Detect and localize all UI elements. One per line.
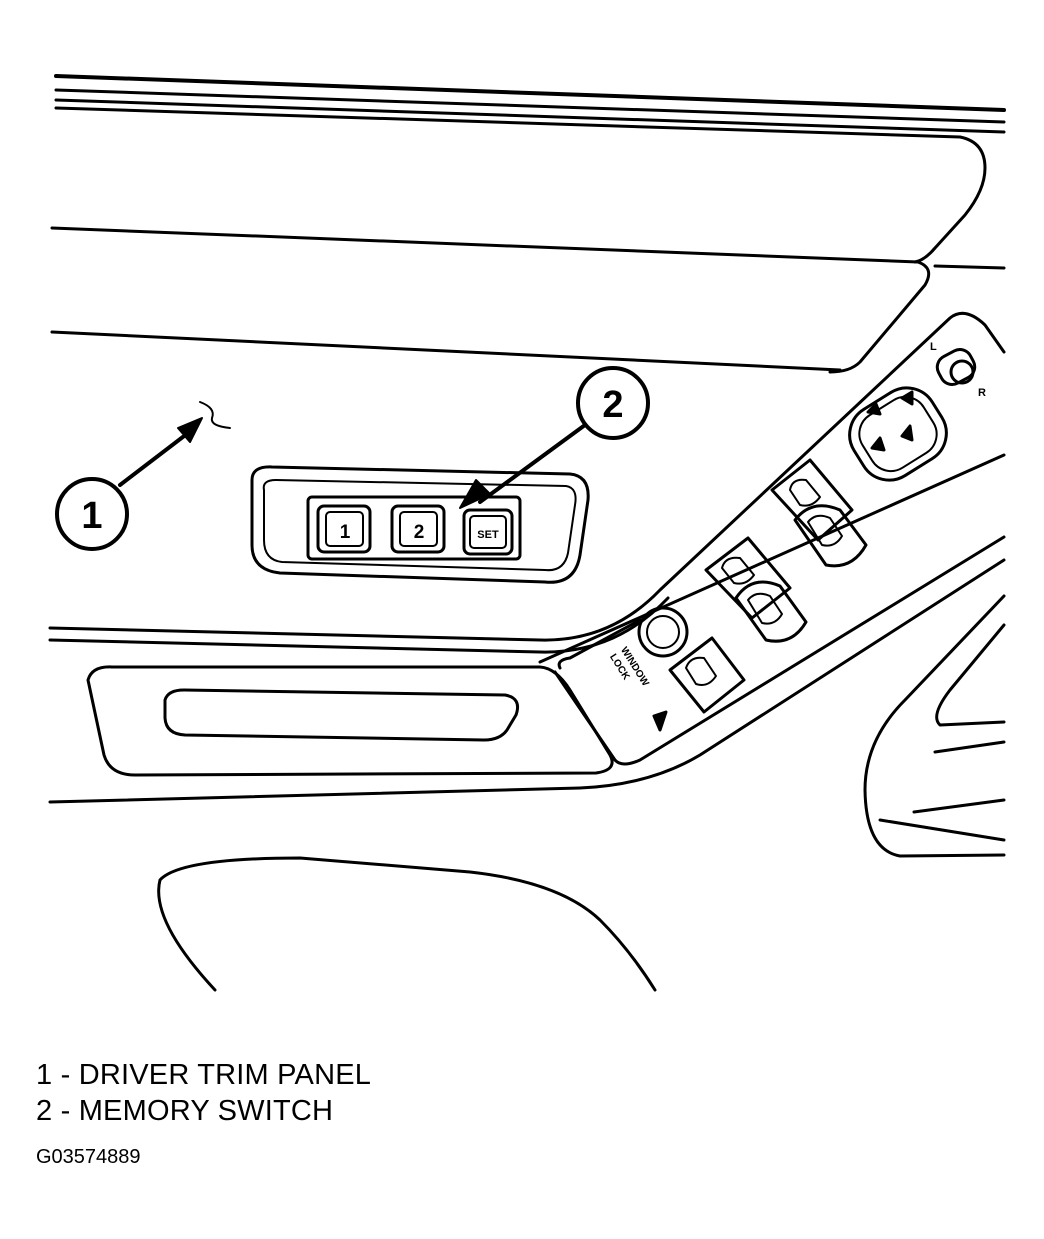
memory-set-button[interactable]: SET — [462, 508, 514, 556]
svg-text:2: 2 — [602, 384, 623, 426]
window-switch-driver[interactable] — [668, 636, 746, 714]
window-switch-rear-left[interactable] — [704, 536, 792, 620]
window-switch-rear-left-lower[interactable] — [734, 580, 808, 643]
window-lock-knob[interactable] — [637, 606, 689, 658]
svg-text:L: L — [930, 341, 937, 353]
svg-text:1: 1 — [81, 495, 102, 537]
figure-id: G03574889 — [36, 1146, 141, 1168]
map-pocket-outline — [157, 856, 657, 992]
callout-1: 1 — [55, 401, 231, 551]
svg-text:SET: SET — [477, 529, 499, 541]
window-switch-pod — [553, 535, 1006, 766]
legend-item-memory-switch: 2 - MEMORY SWITCH — [36, 1095, 334, 1127]
window-sill-rails — [54, 74, 1006, 139]
mirror-adjust-switch[interactable] — [838, 377, 957, 492]
window-lock-indicator-icon — [652, 710, 668, 732]
callout-2: 2 — [459, 366, 650, 509]
window-lock-label: WINDOW LOCK — [607, 645, 651, 689]
svg-text:R: R — [978, 387, 986, 399]
memory-switch-bezel — [250, 465, 590, 584]
window-switch-rear-right[interactable] — [770, 458, 854, 542]
door-pull-cup — [86, 665, 614, 777]
armrest-outline — [48, 311, 1006, 804]
memory-button-1[interactable]: 1 — [316, 504, 372, 554]
legend-item-driver-trim-panel: 1 - DRIVER TRIM PANEL — [36, 1059, 372, 1091]
svg-text:1: 1 — [340, 522, 351, 543]
mirror-select-switch[interactable]: L R — [930, 341, 986, 399]
window-switch-rear-right-lower[interactable] — [793, 504, 868, 568]
door-edge-details — [863, 594, 1006, 858]
memory-button-2[interactable]: 2 — [390, 504, 446, 554]
driver-trim-panel-outline — [50, 135, 1006, 374]
svg-text:2: 2 — [414, 522, 425, 543]
